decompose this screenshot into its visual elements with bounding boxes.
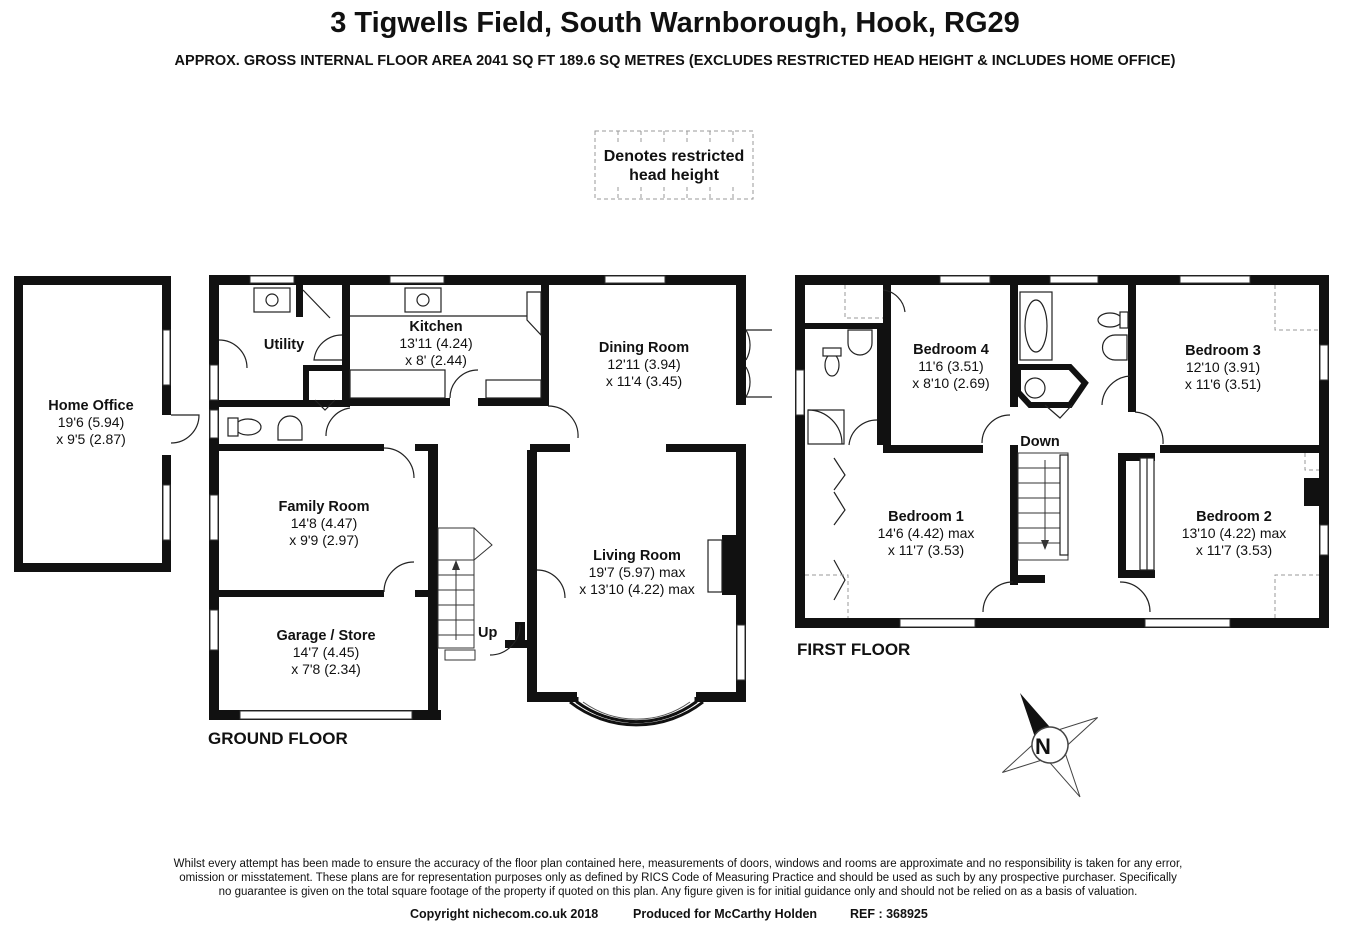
north-compass-icon [1002, 693, 1098, 798]
room-dimension: x 8' (2.44) [405, 352, 467, 368]
room-dimension: x 11'4 (3.45) [606, 373, 682, 389]
room-name: Bedroom 4 [913, 342, 989, 358]
room-name: Bedroom 1 [888, 509, 964, 525]
room-dimension: 12'10 (3.91) [1186, 359, 1260, 375]
plan-title: 3 Tigwells Field, South Warnborough, Hoo… [330, 7, 1020, 39]
ground-floor-walls [209, 275, 746, 727]
restricted-height-legend: Denotes restricted head height [594, 130, 754, 200]
copyright-text: Copyright nichecom.co.uk 2018 [410, 907, 598, 921]
room-name: Home Office [48, 398, 133, 414]
room-name: Bedroom 2 [1196, 509, 1272, 525]
room-bedroom-2: Bedroom 2 13'10 (4.22) max x 11'7 (3.53) [1182, 509, 1287, 558]
room-dimension: x 11'7 (3.53) [888, 542, 964, 558]
room-home-office: Home Office 19'6 (5.94) x 9'5 (2.87) [48, 398, 133, 447]
room-name: Utility [264, 337, 304, 353]
room-dimension: 11'6 (3.51) [918, 358, 983, 374]
room-living-room: Living Room 19'7 (5.97) max x 13'10 (4.2… [579, 548, 695, 597]
room-dimension: x 8'10 (2.69) [912, 375, 989, 391]
first-floor-doors [848, 289, 1164, 613]
first-floor-fixtures [805, 285, 1319, 618]
reference-text: REF : 368925 [850, 907, 928, 921]
room-dimension: x 11'7 (3.53) [1196, 542, 1272, 558]
room-family-room: Family Room 14'8 (4.47) x 9'9 (2.97) [278, 499, 369, 548]
room-dimension: x 9'5 (2.87) [56, 431, 126, 447]
room-dimension: x 7'8 (2.34) [291, 661, 361, 677]
room-dimension: 14'6 (4.42) max [878, 525, 975, 541]
disclaimer-line2: omission or misstatement. These plans ar… [179, 872, 1177, 884]
first-floor-walls [795, 275, 1329, 628]
stairs-up-label: Up [478, 625, 497, 641]
compass-north-label: N [1035, 734, 1051, 759]
ground-floor-doors [218, 289, 772, 656]
stairs-down-label: Down [1020, 434, 1059, 450]
room-dining-room: Dining Room 12'11 (3.94) x 11'4 (3.45) [599, 340, 689, 389]
room-bedroom-1: Bedroom 1 14'6 (4.42) max x 11'7 (3.53) [878, 509, 975, 558]
ground-floor-label: GROUND FLOOR [208, 729, 348, 748]
room-name: Bedroom 3 [1185, 343, 1261, 359]
room-dimension: 19'6 (5.94) [58, 414, 125, 430]
room-name: Living Room [593, 548, 681, 564]
room-dimension: 12'11 (3.94) [607, 356, 680, 372]
room-dimension: 13'11 (4.24) [399, 335, 472, 351]
legend-line2: head height [629, 167, 719, 184]
plan-subtitle: APPROX. GROSS INTERNAL FLOOR AREA 2041 S… [175, 53, 1176, 69]
room-name: Family Room [278, 499, 369, 515]
home-office-building [14, 276, 200, 572]
room-garage-store: Garage / Store 14'7 (4.45) x 7'8 (2.34) [276, 628, 375, 677]
disclaimer-line1: Whilst every attempt has been made to en… [174, 858, 1183, 870]
room-dimension: x 9'9 (2.97) [289, 532, 359, 548]
room-utility: Utility [264, 337, 304, 353]
room-name: Garage / Store [276, 628, 375, 644]
first-floor-label: FIRST FLOOR [797, 640, 910, 659]
room-name: Kitchen [409, 319, 462, 335]
produced-for-text: Produced for McCarthy Holden [633, 907, 817, 921]
room-dimension: 14'8 (4.47) [291, 515, 358, 531]
room-bedroom-3: Bedroom 3 12'10 (3.91) x 11'6 (3.51) [1185, 343, 1261, 392]
room-dimension: x 13'10 (4.22) max [579, 581, 695, 597]
room-dimension: 13'10 (4.22) max [1182, 525, 1287, 541]
room-name: Dining Room [599, 340, 689, 356]
room-dimension: x 11'6 (3.51) [1185, 376, 1261, 392]
legend-line1: Denotes restricted [604, 148, 745, 165]
room-kitchen: Kitchen 13'11 (4.24) x 8' (2.44) [399, 319, 472, 368]
ground-floor-fixtures [227, 287, 723, 661]
room-bedroom-4: Bedroom 4 11'6 (3.51) x 8'10 (2.69) [912, 342, 989, 391]
room-dimension: 19'7 (5.97) max [589, 564, 686, 580]
disclaimer-line3: no guarantee is given on the total squar… [219, 886, 1138, 898]
room-dimension: 14'7 (4.45) [293, 644, 360, 660]
